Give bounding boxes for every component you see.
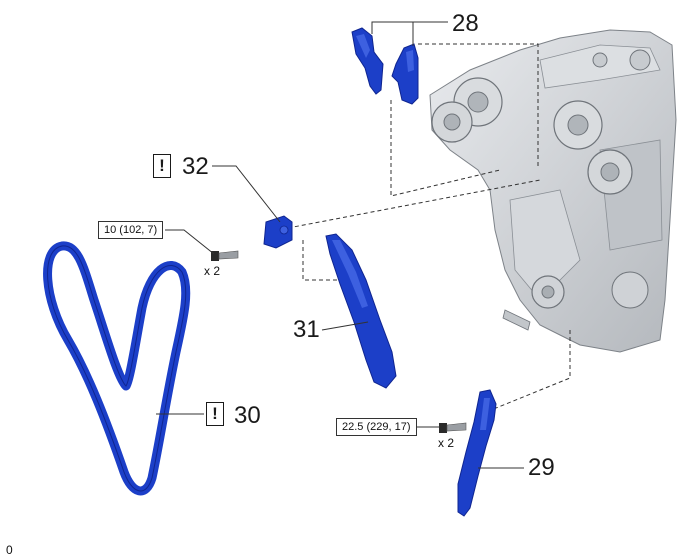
callout-31: 31 [293,316,320,343]
part-32-chain-tensioner [263,215,293,249]
quantity-damper-bolts: x 2 [438,436,455,450]
part-30-drive-belt [43,241,191,496]
leader-lines [156,21,524,469]
part-31-tensioner-slipper [325,233,397,389]
part-28-chain-guides [351,27,419,105]
callout-29: 29 [528,454,555,481]
quantity-tensioner-bolts: x 2 [204,264,221,278]
callout-30: 30 [234,402,261,429]
leader-31 [321,321,369,331]
leader-32 [212,165,281,223]
engine-block-illustration [429,29,677,353]
leader-28 [371,21,448,34]
part-29-chain-damper [457,389,497,517]
guide-bolt [439,422,467,433]
torque-spec-damper: 22.5 (229, 17) [336,418,417,436]
callout-32: 32 [182,153,209,180]
leader-torque-1 [165,229,215,255]
notice-icon-30: ! [206,402,224,426]
torque-spec-tensioner: 10 (102, 7) [98,221,164,239]
tensioner-bolt [211,250,239,261]
callout-28: 28 [452,10,479,37]
notice-icon-32: ! [153,154,171,178]
figure-id: 0 [6,543,13,557]
location-dashed-lines [287,43,571,409]
